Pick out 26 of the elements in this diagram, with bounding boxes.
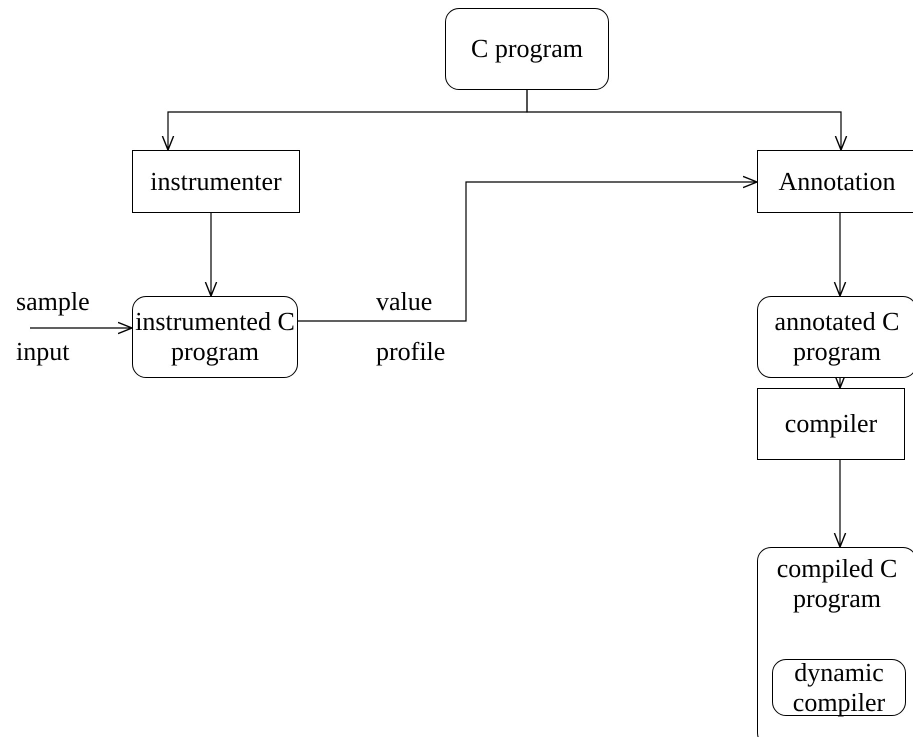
node-text: C program xyxy=(471,34,583,64)
arrow xyxy=(834,460,846,548)
rounded-box xyxy=(757,296,913,378)
label-text: value xyxy=(376,287,432,317)
arrow xyxy=(834,213,846,297)
node-text: Annotation xyxy=(778,166,896,196)
arrow xyxy=(526,90,848,151)
node-text: dynamic compiler xyxy=(792,658,886,718)
rounded-box xyxy=(772,659,906,716)
rounded-box xyxy=(132,296,298,378)
node-text: instrumented C program xyxy=(134,307,296,367)
rounded-box xyxy=(445,8,609,90)
process-box xyxy=(132,150,300,213)
node-text: instrumenter xyxy=(150,166,282,196)
process-box xyxy=(757,388,905,460)
label-text: input xyxy=(16,337,70,367)
arrow xyxy=(30,322,133,334)
process-box xyxy=(757,150,913,213)
rounded-box xyxy=(757,547,913,737)
node-text: annotated C program xyxy=(774,307,900,367)
arrow xyxy=(204,213,218,297)
node-text: compiled C program xyxy=(776,554,898,614)
arrow xyxy=(298,176,758,322)
label-text: profile xyxy=(376,337,446,367)
node-text: compiler xyxy=(784,409,878,439)
label-text: sample xyxy=(16,287,90,317)
